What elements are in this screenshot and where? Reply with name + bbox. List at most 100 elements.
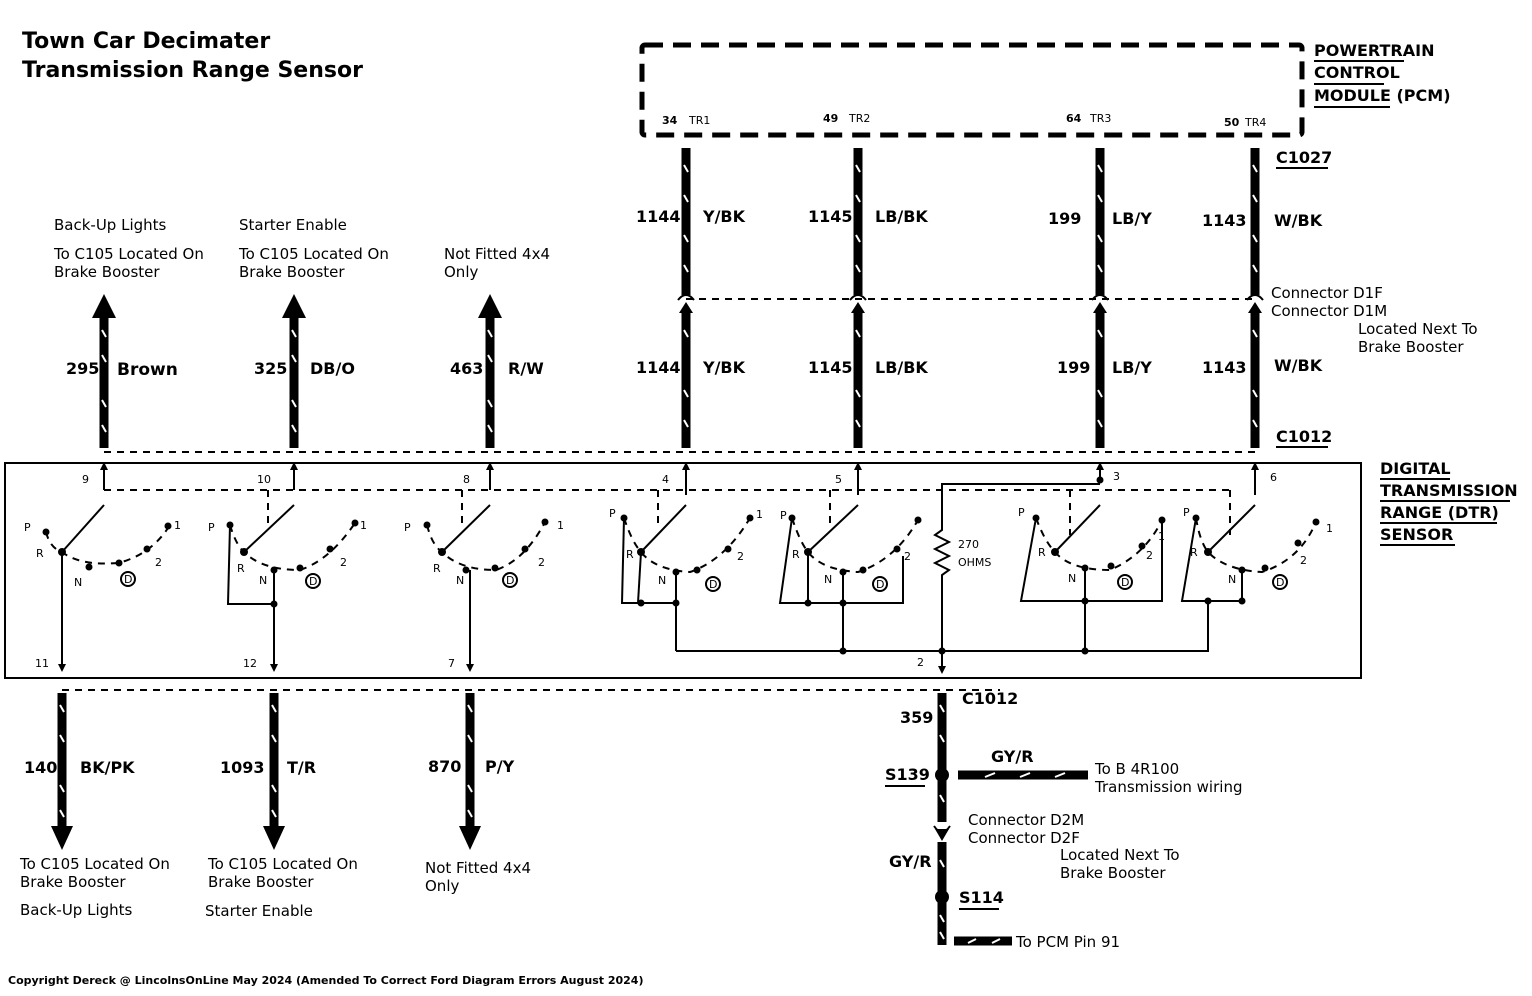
diagram-title-line2: Transmission Range Sensor xyxy=(22,58,363,83)
switch4-pos-r: R xyxy=(626,548,634,561)
pcm-wire-color-lbbk-lower: LB/BK xyxy=(875,358,928,377)
connector-d2f-label: Connector D2F xyxy=(968,829,1080,847)
copyright-text: Copyright Dereck @ LincolnsOnLine May 20… xyxy=(8,974,643,987)
dtr-pin-7: 7 xyxy=(448,657,455,670)
dtr-pin-10: 10 xyxy=(257,473,271,486)
splice-s114-label: S114 xyxy=(959,888,1004,907)
switch3-pos-r: R xyxy=(433,562,441,575)
pcm-pin-tr2: TR2 xyxy=(848,112,870,125)
ground-lower-color: GY/R xyxy=(889,852,932,871)
top-output-295-desc2: To C105 Located On xyxy=(53,245,204,263)
pcm-module: POWERTRAIN CONTROL MODULE (PCM) 34 TR1 4… xyxy=(639,41,1451,138)
bottom-output-1093-circuit: 1093 xyxy=(220,758,265,777)
connector-d2m-label: Connector D2M xyxy=(968,811,1084,829)
switch3-pos-n: N xyxy=(456,574,464,587)
dtr-pin-11: 11 xyxy=(35,657,49,670)
pcm-wire-circuit-1143-lower: 1143 xyxy=(1202,358,1247,377)
pcm-label-line1: POWERTRAIN xyxy=(1314,41,1434,60)
ground-pcm-pin-note: To PCM Pin 91 xyxy=(1015,933,1120,951)
switch2-pos-1: 1 xyxy=(360,519,367,532)
top-output-295-circuit: 295 xyxy=(66,359,99,378)
switch3-pos-1: 1 xyxy=(557,519,564,532)
resistor-unit: OHMS xyxy=(958,556,991,569)
top-output-295-desc1: Back-Up Lights xyxy=(54,216,167,234)
top-output-463-desc1: Not Fitted 4x4 xyxy=(444,245,550,263)
switch5-pos-n: N xyxy=(824,573,832,586)
top-output-325-desc3: Brake Booster xyxy=(239,263,345,281)
connector-d1-location-line1: Located Next To xyxy=(1358,320,1478,338)
connector-d1-location-line2: Brake Booster xyxy=(1358,338,1464,356)
bottom-output-870-color: P/Y xyxy=(485,757,515,776)
switch4-pos-d: D xyxy=(709,578,717,591)
dtr-label-line3: RANGE (DTR) xyxy=(1380,503,1499,522)
top-output-325-circuit: 325 xyxy=(254,359,287,378)
bottom-output-870-circuit: 870 xyxy=(428,757,461,776)
pcm-label-line3: MODULE (PCM) xyxy=(1314,86,1451,105)
pcm-pin-49: 49 xyxy=(823,112,838,125)
connector-c1012-bottom-label: C1012 xyxy=(962,689,1018,708)
dtr-pin-6: 6 xyxy=(1270,471,1277,484)
switch1-pos-r: R xyxy=(36,547,44,560)
switch1-pos-1: 1 xyxy=(174,519,181,532)
switch7-pos-n: N xyxy=(1228,573,1236,586)
dtr-pin-5: 5 xyxy=(835,473,842,486)
dtr-switch-4: P R N D 2 1 xyxy=(609,504,763,651)
pcm-pin-tr1: TR1 xyxy=(688,114,710,127)
bottom-output-1093-desc2: Brake Booster xyxy=(208,873,314,891)
dtr-pin-9: 9 xyxy=(82,473,89,486)
switch6-pos-d: D xyxy=(1121,576,1129,589)
bottom-output-140-desc2: Brake Booster xyxy=(20,873,126,891)
bottom-output-1093-desc1: To C105 Located On xyxy=(207,855,358,873)
dtr-switch-3: P R N D 2 1 xyxy=(404,504,564,672)
dtr-switch-7: P R N D 2 1 xyxy=(676,504,1333,652)
dtr-resistor: 270 OHMS xyxy=(932,476,1104,668)
pcm-wire-color-ybk-upper: Y/BK xyxy=(702,207,746,226)
switch1-pos-d: D xyxy=(124,573,132,586)
switch2-pos-r: R xyxy=(237,562,245,575)
pcm-wires xyxy=(677,148,1264,448)
connector-d2-location-line1: Located Next To xyxy=(1060,846,1180,864)
dtr-label-line2: TRANSMISSION xyxy=(1380,481,1518,500)
dtr-switch-1: P R N D 2 1 xyxy=(24,504,181,672)
switch6-pos-r: R xyxy=(1038,546,1046,559)
switch1-pos-n: N xyxy=(74,576,82,589)
bottom-output-140-desc1: To C105 Located On xyxy=(19,855,170,873)
switch3-pos-2: 2 xyxy=(538,556,545,569)
pcm-wire-circuit-1145-upper: 1145 xyxy=(808,207,853,226)
bottom-output-140-color: BK/PK xyxy=(80,758,135,777)
switch4-pos-p: P xyxy=(609,507,616,520)
dtr-pin-8: 8 xyxy=(463,473,470,486)
pcm-wire-circuit-199-lower: 199 xyxy=(1057,358,1090,377)
switch1-pos-p: P xyxy=(24,521,31,534)
pcm-wire-circuit-1143-upper: 1143 xyxy=(1202,211,1247,230)
switch6-pos-2: 2 xyxy=(1146,549,1153,562)
top-output-463-circuit: 463 xyxy=(450,359,483,378)
dtr-pin-4: 4 xyxy=(662,473,669,486)
pcm-wire-circuit-1144-upper: 1144 xyxy=(636,207,681,226)
switch7-pos-2: 2 xyxy=(1300,554,1307,567)
switch7-pos-r: R xyxy=(1190,546,1198,559)
dtr-sensor: DIGITAL TRANSMISSION RANGE (DTR) SENSOR … xyxy=(4,459,1518,679)
switch6-pos-n: N xyxy=(1068,572,1076,585)
dtr-pin-2: 2 xyxy=(917,656,924,669)
top-output-wires xyxy=(92,294,1255,453)
connector-d1m-label: Connector D1M xyxy=(1271,302,1387,320)
connector-d2-location-line2: Brake Booster xyxy=(1060,864,1166,882)
bottom-output-140-circuit: 140 xyxy=(24,758,57,777)
ground-branch-color: GY/R xyxy=(991,747,1034,766)
switch2-pos-n: N xyxy=(259,574,267,587)
dtr-switch-5: P R N D 2 xyxy=(778,504,922,655)
switch7-pos-1: 1 xyxy=(1326,522,1333,535)
top-output-295-desc3: Brake Booster xyxy=(54,263,160,281)
switch5-pos-d: D xyxy=(876,578,884,591)
dtr-switch-2: P R N D 2 1 xyxy=(208,504,367,672)
bottom-output-870-desc2: Only xyxy=(425,877,459,895)
top-output-463-desc2: Only xyxy=(444,263,478,281)
switch3-pos-p: P xyxy=(404,521,411,534)
top-output-325-color: DB/O xyxy=(310,359,355,378)
bottom-output-140-desc3: Back-Up Lights xyxy=(20,901,133,919)
pcm-pin-50: 50 xyxy=(1224,116,1240,129)
bottom-output-1093-desc3: Starter Enable xyxy=(205,902,313,920)
top-output-325-desc2: To C105 Located On xyxy=(238,245,389,263)
